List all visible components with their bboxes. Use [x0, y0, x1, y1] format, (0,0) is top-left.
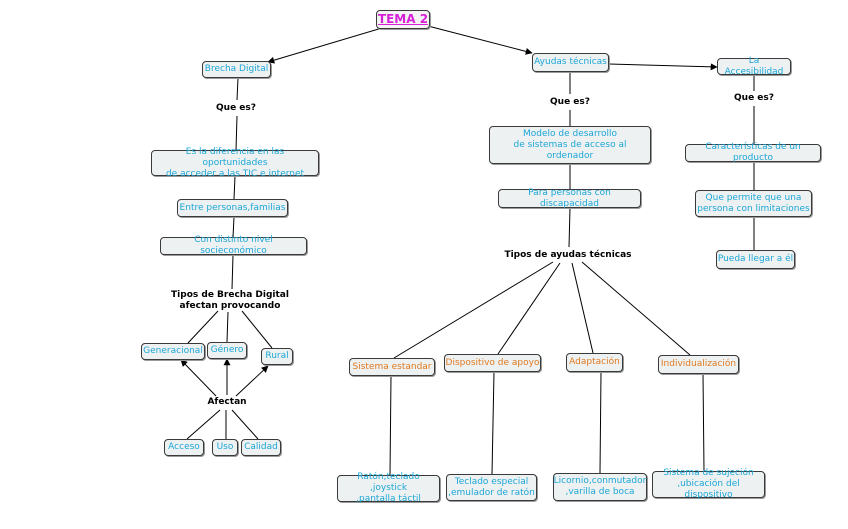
brecha-que-es-label: Que es? [216, 103, 256, 113]
link-afectan-generacional [180, 359, 217, 397]
rural-node[interactable]: Rural [261, 348, 293, 365]
tipos-ayudas-label: Tipos de ayudas técnicas [504, 250, 632, 260]
link-title-brecha [267, 27, 383, 64]
link-afectan-rural [235, 365, 269, 397]
link-ayudas-accesibilidad [608, 63, 718, 71]
afectan-label: Afectan [207, 397, 247, 407]
link-tipos-individualizacion [581, 261, 691, 356]
link-tipos-adaptacion [571, 262, 594, 354]
accesibilidad-que-es-label: Que es? [734, 93, 774, 103]
link-tipos-rural [241, 310, 273, 349]
nivel-socioeconomico-node[interactable]: Con distinto nivel socieconómico [160, 235, 307, 256]
genero-node[interactable]: Género [207, 342, 247, 359]
individualizacion-examples[interactable]: Sistema de sujeción ,ubicación del dispo… [652, 468, 765, 500]
pueda-llegar-node[interactable]: Pueda llegar a él [716, 250, 795, 269]
adaptacion-examples[interactable]: Licornio,conmutador ,varilla de boca [553, 473, 647, 501]
generacional-node[interactable]: Generacional [141, 343, 205, 360]
ayudas-tecnicas-node[interactable]: Ayudas técnicas [532, 53, 609, 72]
tipos-brecha-label: Tipos de Brecha Digital afectan provocan… [171, 290, 289, 311]
adaptacion-node[interactable]: Adaptación [566, 353, 623, 372]
uso-node[interactable]: Uso [212, 439, 238, 456]
map-title[interactable]: TEMA 2 [376, 10, 430, 29]
entre-personas-node[interactable]: Entre personas,familias [177, 199, 288, 217]
link-tipos-generacional [187, 310, 219, 344]
link-tipos-apoyo [497, 262, 561, 355]
personas-discapacidad-node[interactable]: Para personas con discapacidad [498, 188, 641, 209]
modelo-desarrollo-node[interactable]: Modelo de desarrollo de sistemas de acce… [489, 126, 651, 164]
accesibilidad-node[interactable]: La Accesibilidad [717, 56, 791, 77]
calidad-node[interactable]: Calidad [241, 439, 281, 456]
link-tipos-genero [226, 311, 229, 343]
permite-node[interactable]: Que permite que una persona con limitaci… [695, 190, 812, 217]
individualizacion-node[interactable]: Individualización [658, 355, 739, 374]
dispositivo-apoyo-node[interactable]: Dispositivo de apoyo [444, 354, 541, 372]
brecha-definition-node[interactable]: Es la diferencia en las oportunidades de… [151, 147, 319, 179]
sistema-estandar-examples[interactable]: Ratón,teclado ,joystick ,pantalla táctil [337, 472, 440, 504]
link-tipos-estandar [393, 261, 554, 359]
acceso-node[interactable]: Acceso [164, 439, 204, 456]
sistema-estandar-node[interactable]: Sistema estandar [349, 358, 435, 376]
brecha-digital-node[interactable]: Brecha Digital [202, 61, 271, 78]
ayudas-que-es-label: Que es? [550, 97, 590, 107]
link-title-ayudas [427, 25, 533, 55]
caracteristicas-node[interactable]: Características de un producto [685, 142, 821, 163]
dispositivo-apoyo-examples[interactable]: Teclado especial ,emulador de ratón [446, 474, 537, 501]
